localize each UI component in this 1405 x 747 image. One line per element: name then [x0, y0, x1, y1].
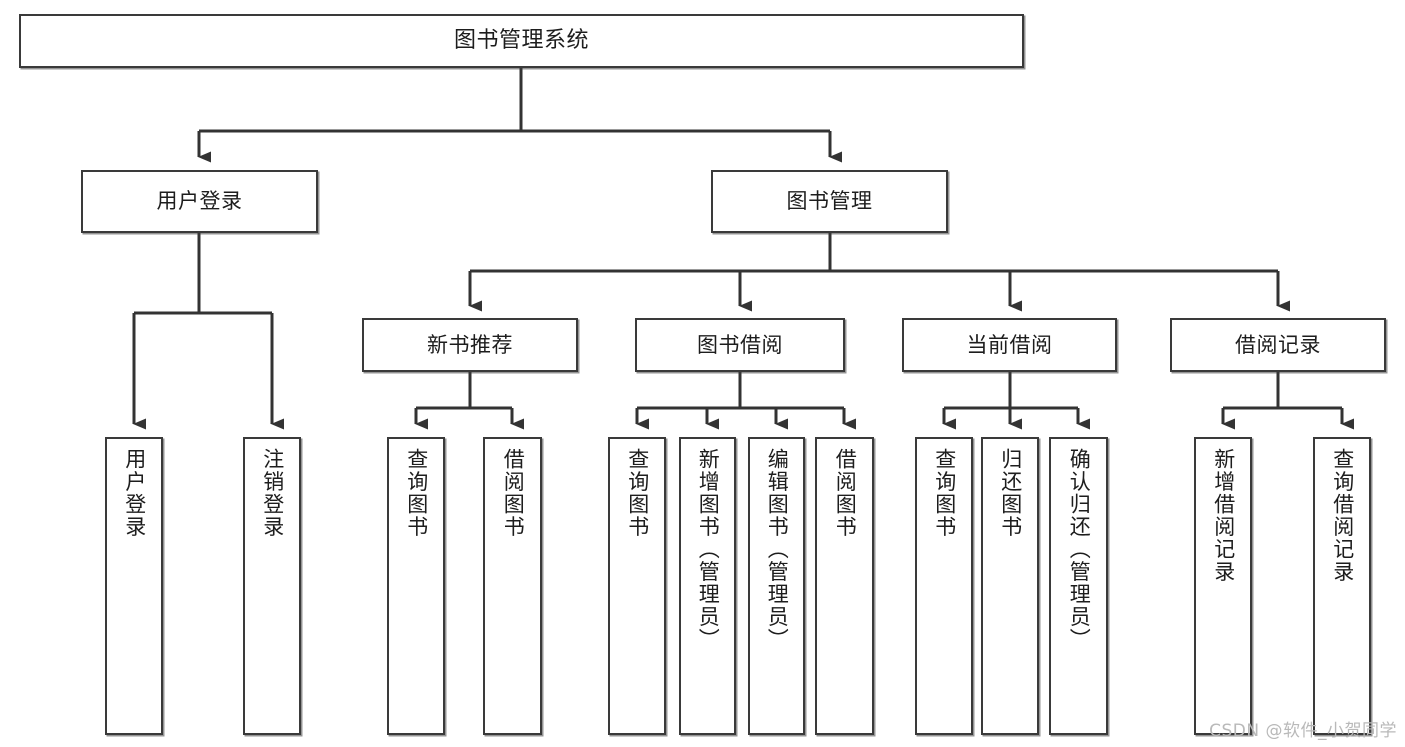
node-leaf-query-book-borrow[interactable]: 查询图书	[608, 437, 666, 735]
node-leaf-logout[interactable]: 注销登录	[243, 437, 301, 735]
node-label: 注销登录	[260, 448, 285, 538]
node-leaf-query-book-current[interactable]: 查询图书	[915, 437, 973, 735]
node-label: 新书推荐	[427, 332, 513, 357]
node-leaf-borrow-book[interactable]: 借阅图书	[815, 437, 874, 735]
node-leaf-user-login[interactable]: 用户登录	[105, 437, 163, 735]
node-label: 图书管理	[786, 189, 873, 214]
node-label: 新增借阅记录	[1211, 448, 1236, 583]
node-label: 确认归还（管理员）	[1067, 448, 1092, 651]
node-label: 查询图书	[404, 448, 429, 538]
csdn-watermark: CSDN @软件_小贺同学	[1209, 721, 1397, 741]
node-label: 归还图书	[998, 448, 1023, 538]
node-label: 借阅图书	[501, 448, 526, 538]
node-label: 图书借阅	[697, 332, 783, 357]
node-leaf-add-borrow-record[interactable]: 新增借阅记录	[1194, 437, 1252, 735]
node-label: 借阅图书	[833, 448, 858, 538]
node-leaf-add-book-admin[interactable]: 新增图书（管理员）	[679, 437, 736, 735]
node-label: 用户登录	[122, 448, 147, 538]
node-leaf-return-book[interactable]: 归还图书	[981, 437, 1039, 735]
node-label: 图书管理系统	[453, 28, 589, 54]
node-label: 借阅记录	[1235, 332, 1321, 357]
node-leaf-query-book-recommend[interactable]: 查询图书	[387, 437, 445, 735]
node-current-borrow[interactable]: 当前借阅	[902, 318, 1117, 372]
node-label: 查询图书	[625, 448, 650, 538]
node-borrow-record[interactable]: 借阅记录	[1170, 318, 1386, 372]
node-leaf-confirm-return-admin[interactable]: 确认归还（管理员）	[1049, 437, 1108, 735]
node-label: 新增图书（管理员）	[696, 448, 721, 651]
node-label: 编辑图书（管理员）	[765, 448, 790, 651]
node-user-login[interactable]: 用户登录	[81, 170, 318, 233]
node-book-borrow[interactable]: 图书借阅	[635, 318, 845, 372]
node-book-management[interactable]: 图书管理	[711, 170, 948, 233]
node-leaf-query-borrow-record[interactable]: 查询借阅记录	[1313, 437, 1371, 735]
node-label: 当前借阅	[966, 332, 1053, 357]
node-label: 用户登录	[156, 189, 243, 214]
node-leaf-borrow-book-recommend[interactable]: 借阅图书	[483, 437, 542, 735]
node-label: 查询图书	[932, 448, 957, 538]
node-root-book-management-system[interactable]: 图书管理系统	[19, 14, 1024, 68]
node-label: 查询借阅记录	[1330, 448, 1355, 583]
node-leaf-edit-book-admin[interactable]: 编辑图书（管理员）	[748, 437, 805, 735]
node-new-book-recommend[interactable]: 新书推荐	[362, 318, 578, 372]
